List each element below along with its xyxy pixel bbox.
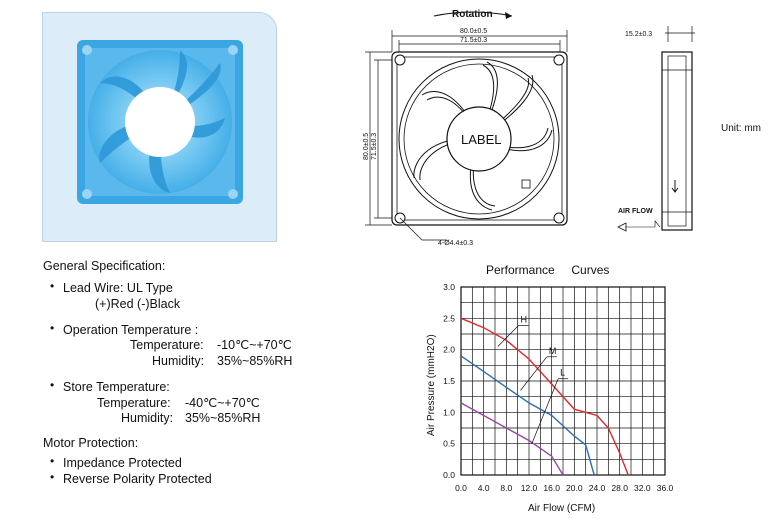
spec-heading: General Specification: [43,259,166,273]
series-line-l [460,402,564,476]
y-tick-label: 3.0 [443,282,455,292]
op-temp-h-label: Humidity: [152,354,205,368]
y-tick-label: 0.5 [443,439,455,449]
airflow-arrow [617,222,627,232]
store-temp-h-value: 35%~85%RH [185,411,261,425]
x-tick-label: 24.0 [589,483,606,493]
op-temp-t-value: -10℃~+70℃ [217,338,292,352]
bullet-icon: • [50,454,55,468]
store-temp-h-label: Humidity: [121,411,174,425]
y-axis-label: Air Pressure (mmH2O) [426,334,437,436]
series-label: L [560,368,565,378]
series-leader [520,356,548,391]
drawing-hub [446,106,512,172]
bullet-icon: • [50,279,55,293]
chart-title: Performance Curves [486,263,609,277]
series-leader [531,378,559,444]
fan-photo [77,40,243,204]
x-tick-label: 32.0 [634,483,651,493]
y-tick-label: 1.5 [443,376,455,386]
dim-outer-width: 80.0±0.5 [460,28,487,35]
op-temp-t-label: Temperature: [130,338,204,352]
performance-chart: Performance Curves 0.0 4.0 8.0 12.0 16.0 20.0… [426,263,674,514]
bullet-icon: • [50,470,55,484]
chart-grid [460,286,666,476]
series-label: H [521,314,528,324]
unit-label: Unit: mm [721,123,761,134]
y-tick-label: 2.5 [443,313,455,323]
side-outline [661,51,693,231]
rotation-label: Rotation [452,9,493,20]
series-line-h [460,317,629,476]
lead-wire-label: Lead Wire: UL Type [63,281,173,295]
y-tick-label: 2.0 [443,345,455,355]
x-axis-label: Air Flow (CFM) [528,503,595,514]
x-tick-label: 16.0 [543,483,560,493]
motor-heading: Motor Protection: [43,436,139,450]
y-tick-label: 1.0 [443,407,455,417]
x-tick-label: 20.0 [566,483,583,493]
op-temp-h-value: 35%~85%RH [217,354,293,368]
dim-inner-height: 71.5±0.3 [371,133,378,160]
series-line-m [460,355,595,476]
x-tick-label: 28.0 [611,483,628,493]
side-view-drawing: 15.2±0.3 AIR FLOW [617,26,695,232]
op-temp-label: Operation Temperature : [63,323,199,337]
store-temp-t-value: -40℃~+70℃ [185,396,260,410]
x-tick-label: 0.0 [455,483,467,493]
fan-hub [125,87,195,157]
airflow-label: AIR FLOW [618,208,653,215]
x-tick-label: 36.0 [657,483,674,493]
front-view-drawing: Rotation 80.0±0.5 71.5±0.3 80.0±0.5 71.5… [363,9,568,247]
series-label: M [549,346,557,356]
store-temp-label: Store Temperature: [63,380,170,394]
x-tick-label: 8.0 [500,483,512,493]
bullet-icon: • [50,321,55,335]
chart-series: H M L [460,314,629,476]
y-tick-label: 0.0 [443,470,455,480]
bullet-icon: • [50,378,55,392]
label-text: LABEL [461,132,501,147]
lead-wire-value: (+)Red (-)Black [95,297,181,311]
x-tick-label: 4.0 [478,483,490,493]
hole-dimension: 4-Ø4.4±0.3 [438,240,473,247]
motor-item: Impedance Protected [63,456,182,470]
rotation-arrow [433,11,513,17]
x-tick-label: 12.0 [521,483,538,493]
dim-outer-height: 80.0±0.5 [363,133,370,160]
store-temp-t-label: Temperature: [97,396,171,410]
thickness-dimension: 15.2±0.3 [625,31,652,38]
dim-inner-width: 71.5±0.3 [460,37,487,44]
chart-ticks: 0.0 4.0 8.0 12.0 16.0 20.0 24.0 28.0 32.0 36.0 0.0… [443,282,673,493]
motor-item: Reverse Polarity Protected [63,472,212,486]
series-leader [497,325,519,347]
